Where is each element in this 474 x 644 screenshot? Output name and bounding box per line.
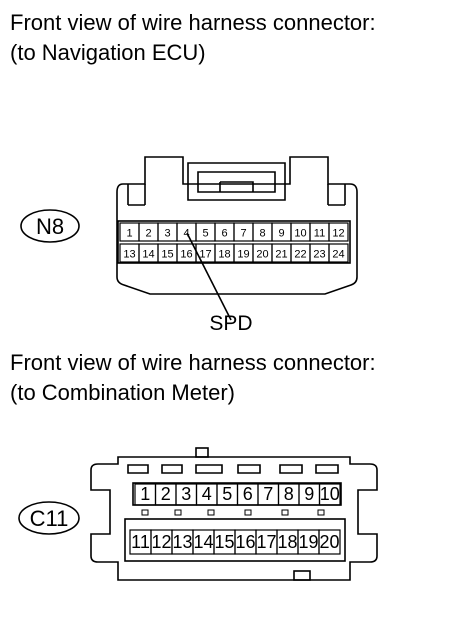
c11-pin-label: 4 — [202, 484, 212, 504]
n8-id-badge — [20, 209, 80, 243]
c11-pin-label: 1 — [140, 484, 150, 504]
n8-pin-label: 22 — [294, 249, 306, 261]
c11-id-badge — [18, 501, 80, 535]
c11-pin-cell — [318, 483, 341, 506]
n8-latch-inner — [197, 171, 276, 193]
n8-pin-label: 15 — [161, 249, 173, 261]
c11-pin-label: 18 — [277, 532, 297, 552]
n8-caption-line2: (to Navigation ECU) — [10, 40, 206, 65]
n8-pin-label: 16 — [180, 249, 192, 261]
c11-guide-mark — [317, 509, 325, 516]
n8-pin-label: 21 — [275, 249, 287, 261]
n8-pin-label: 23 — [313, 249, 325, 261]
n8-spd-label: SPD — [209, 312, 252, 335]
c11-guide-mark — [281, 509, 289, 516]
c11-pin-label: 7 — [263, 484, 273, 504]
c11-caption: Front view of wire harness connector: (t… — [10, 348, 376, 408]
n8-pin-label: 13 — [123, 249, 135, 261]
c11-housing — [90, 456, 378, 581]
c11-pin-label: 6 — [243, 484, 253, 504]
c11-pin-cell — [318, 529, 341, 555]
c11-pin-label: 20 — [319, 532, 339, 552]
c11-pin-label: 14 — [193, 532, 213, 552]
c11-pin-label: 16 — [235, 532, 255, 552]
c11-pin-label: 10 — [320, 484, 340, 504]
c11-lock-stub — [195, 447, 209, 458]
n8-pin-label: 3 — [164, 228, 170, 240]
n8-pin-label: 5 — [202, 228, 208, 240]
c11-pin-label: 8 — [284, 484, 294, 504]
c11-id-label: C11 — [30, 506, 69, 531]
c11-key-slots — [127, 464, 339, 474]
n8-pin-label: 2 — [145, 228, 151, 240]
n8-pin-cell — [328, 243, 349, 263]
n8-pin-label: 7 — [240, 228, 246, 240]
n8-pin-label: 1 — [126, 228, 132, 240]
c11-caption-line2: (to Combination Meter) — [10, 380, 235, 405]
n8-pin-label: 11 — [314, 228, 325, 240]
n8-right-tab-detail — [327, 184, 346, 206]
c11-pin-label: 19 — [298, 532, 318, 552]
n8-spd-leader — [186, 232, 232, 321]
c11-pin-label: 17 — [256, 532, 276, 552]
n8-pin-cell — [328, 222, 349, 242]
c11-pin-label: 5 — [222, 484, 232, 504]
n8-pin-label: 17 — [199, 249, 211, 261]
c11-pin-label: 3 — [181, 484, 191, 504]
n8-pin-label: 24 — [332, 249, 344, 261]
n8-pin-label: 19 — [237, 249, 249, 261]
n8-caption: Front view of wire harness connector: (t… — [10, 8, 376, 68]
c11-pin-label: 13 — [172, 532, 192, 552]
n8-pin-label: 8 — [259, 228, 265, 240]
c11-guide-mark — [207, 509, 215, 516]
c11-guide-mark — [244, 509, 252, 516]
n8-left-tab-detail — [127, 184, 146, 206]
c11-caption-line1: Front view of wire harness connector: — [10, 350, 376, 375]
c11-pin-label: 2 — [161, 484, 171, 504]
c11-pin-field-bottom — [124, 518, 346, 562]
n8-pin-label: 10 — [294, 228, 306, 240]
n8-pin-field — [117, 220, 351, 264]
n8-pin-label: 18 — [218, 249, 230, 261]
n8-id-label: N8 — [36, 214, 64, 239]
n8-pin-label: 14 — [142, 249, 154, 261]
n8-latch-key — [219, 181, 254, 192]
n8-housing — [116, 156, 358, 295]
c11-foot — [293, 570, 311, 581]
n8-pin-label: 6 — [221, 228, 227, 240]
c11-pin-label: 11 — [131, 532, 150, 552]
n8-pin-label: 20 — [256, 249, 268, 261]
n8-pin-label: 9 — [278, 228, 284, 240]
c11-pin-label: 12 — [151, 532, 171, 552]
n8-latch — [187, 162, 286, 201]
c11-pin-label: 15 — [214, 532, 234, 552]
c11-pin-label: 9 — [304, 484, 314, 504]
c11-guide-mark — [141, 509, 149, 516]
n8-caption-line1: Front view of wire harness connector: — [10, 10, 376, 35]
c11-guide-mark — [174, 509, 182, 516]
n8-pin-label: 12 — [332, 228, 344, 240]
